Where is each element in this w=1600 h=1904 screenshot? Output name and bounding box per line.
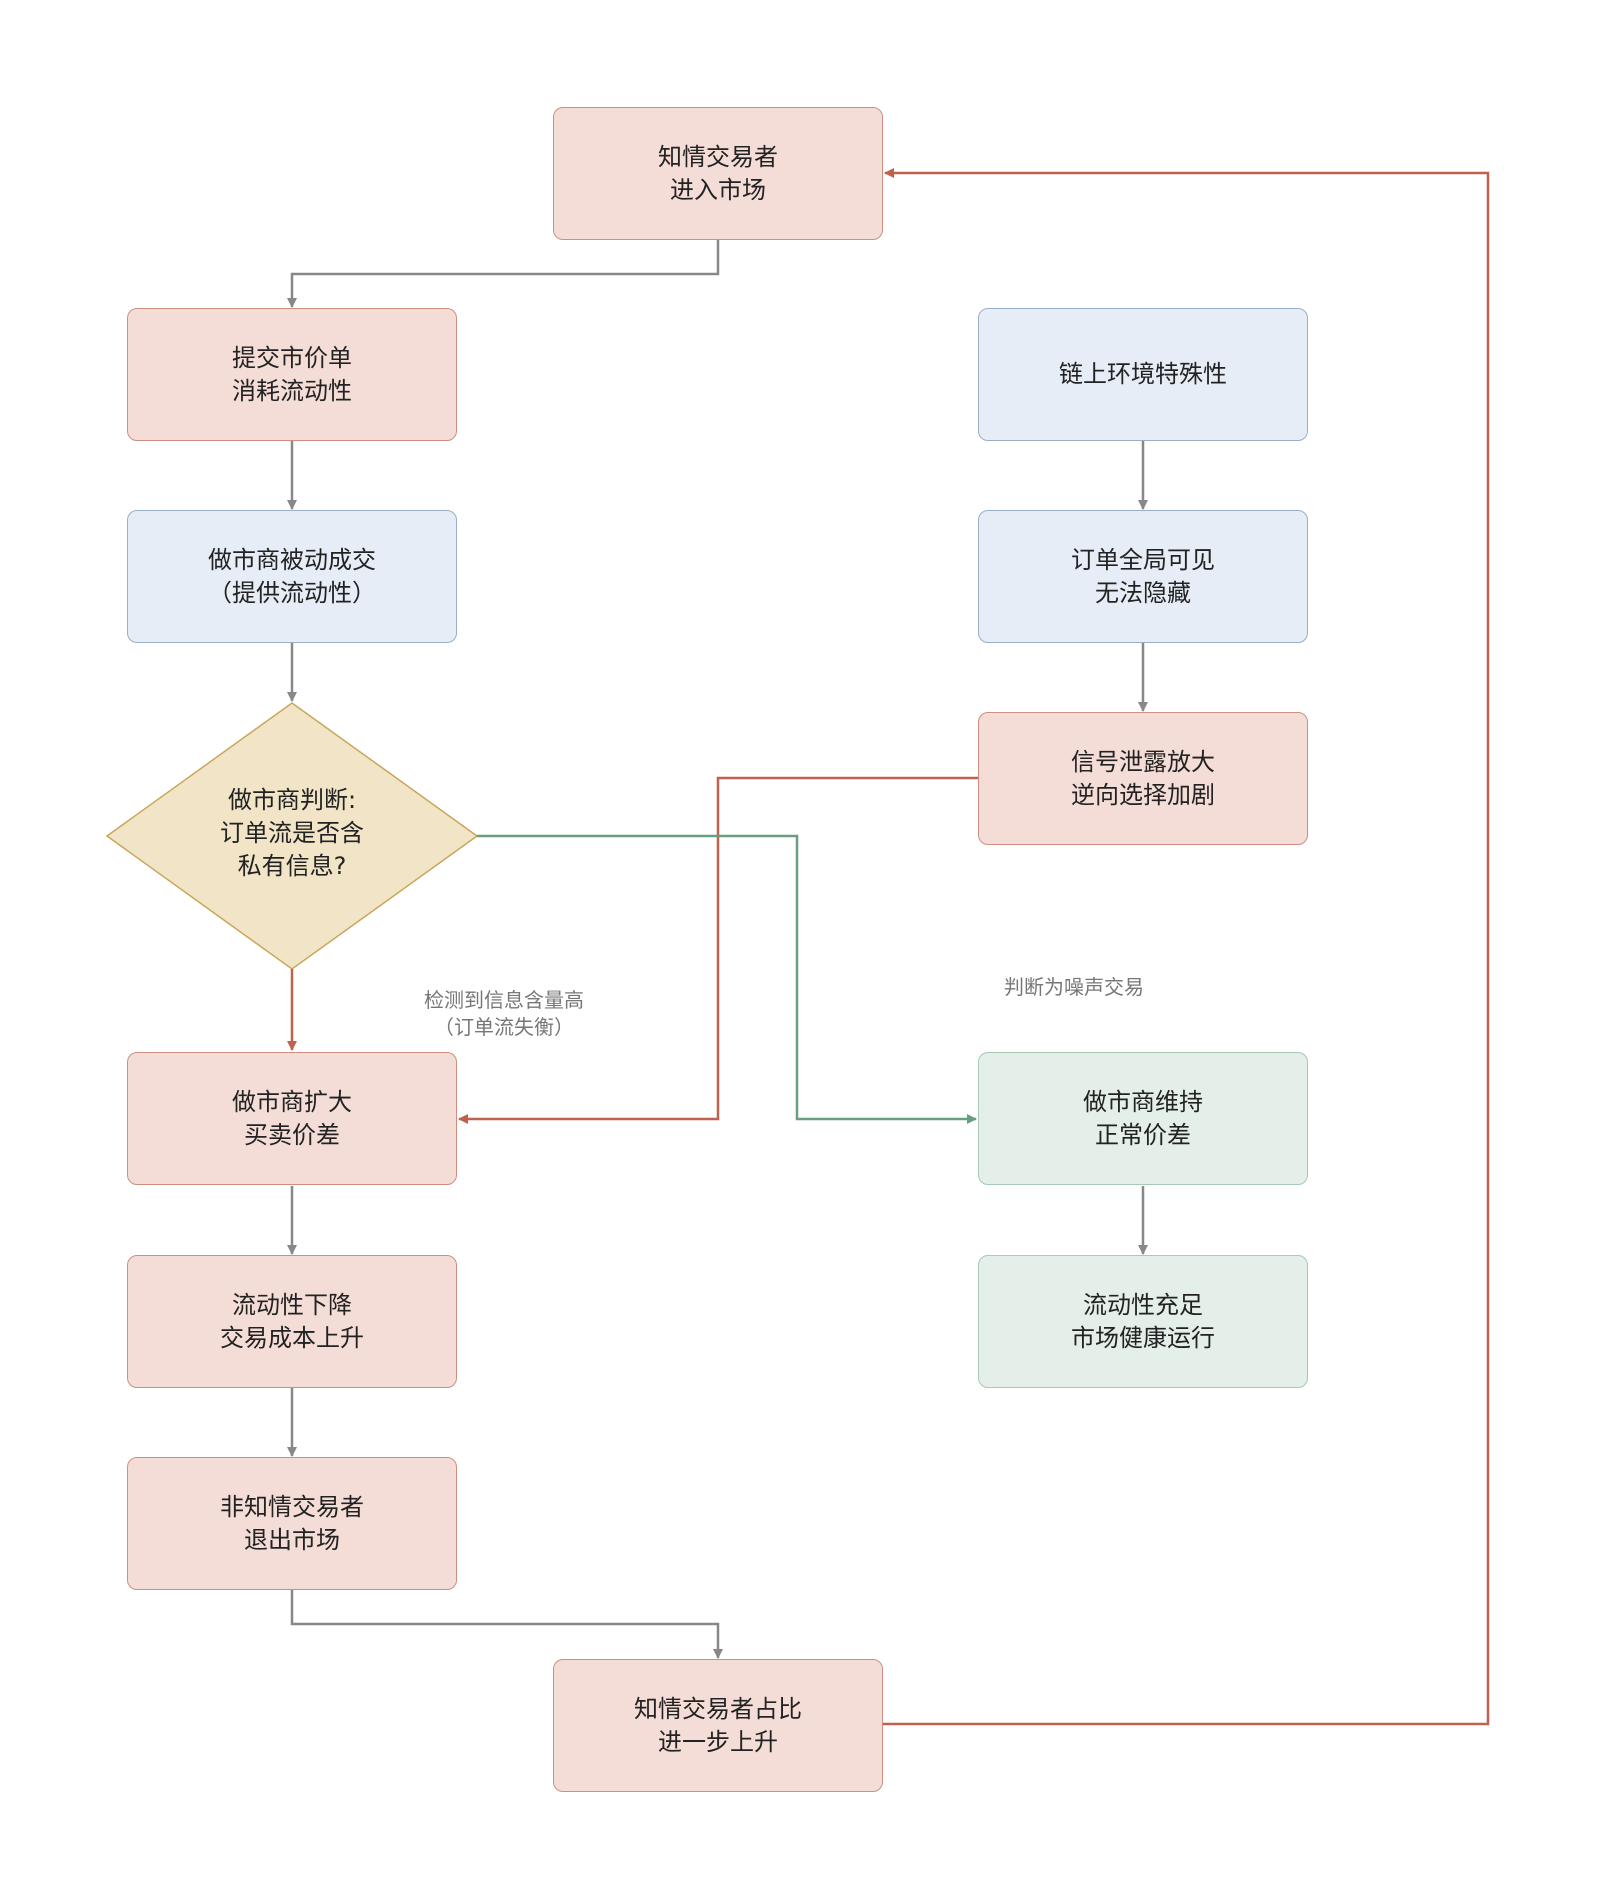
node-text: 流动性充足 — [1083, 1290, 1203, 1319]
node-text: 交易成本上升 — [220, 1323, 364, 1352]
node-widen-spread: 做市商扩大 买卖价差 — [127, 1052, 457, 1185]
edge-leak-to-widen — [458, 776, 978, 1124]
node-text: 流动性下降 — [232, 1290, 352, 1319]
node-text: 信号泄露放大 — [1071, 747, 1215, 776]
node-text: 做市商扩大 — [232, 1087, 352, 1116]
node-informed-share-up: 知情交易者占比 进一步上升 — [553, 1659, 883, 1792]
node-text: 买卖价差 — [244, 1120, 340, 1149]
node-text: 进一步上升 — [658, 1727, 778, 1756]
decision-text-line: 订单流是否含 — [220, 819, 364, 847]
node-signal-leak: 信号泄露放大 逆向选择加剧 — [978, 712, 1308, 845]
node-text: 做市商被动成交 — [208, 545, 376, 574]
node-uninformed-exit: 非知情交易者 退出市场 — [127, 1457, 457, 1590]
edge-enter-to-market-order — [287, 240, 720, 308]
node-text: 无法隐藏 — [1095, 578, 1191, 607]
node-liquidity-ok: 流动性充足 市场健康运行 — [978, 1255, 1308, 1388]
node-order-visible: 订单全局可见 无法隐藏 — [978, 510, 1308, 643]
node-text: 订单全局可见 — [1071, 545, 1215, 574]
decision-text-line: 做市商判断: — [227, 786, 357, 814]
node-text: 非知情交易者 — [220, 1492, 364, 1521]
node-text: 退出市场 — [244, 1525, 340, 1554]
node-informed-enter: 知情交易者 进入市场 — [553, 107, 883, 240]
node-text: 提交市价单 — [232, 343, 352, 372]
decision-text-line: 私有信息? — [237, 852, 347, 880]
node-text: 正常价差 — [1095, 1120, 1191, 1149]
node-text: 逆向选择加剧 — [1071, 780, 1215, 809]
edge-share-up-to-enter — [883, 168, 1490, 1726]
node-text: 进入市场 — [670, 175, 766, 204]
node-text: 知情交易者 — [658, 142, 778, 171]
node-normal-spread: 做市商维持 正常价差 — [978, 1052, 1308, 1185]
edge-exit-to-share-up — [290, 1590, 723, 1659]
edge-label-text: 判断为噪声交易 — [1004, 975, 1144, 999]
node-text: （提供流动性） — [208, 578, 376, 607]
node-text: 链上环境特殊性 — [1059, 360, 1227, 388]
edge-decision-to-normal — [477, 834, 977, 1124]
node-text: 做市商维持 — [1083, 1087, 1203, 1116]
edge-label-noise: 判断为噪声交易 — [982, 974, 1166, 1001]
node-text: 市场健康运行 — [1071, 1323, 1215, 1352]
node-liquidity-down: 流动性下降 交易成本上升 — [127, 1255, 457, 1388]
node-mm-passive: 做市商被动成交 （提供流动性） — [127, 510, 457, 643]
node-text: 知情交易者占比 — [634, 1694, 802, 1723]
edge-label-text: 检测到信息含量高 — [424, 988, 584, 1012]
edge-label-text: （订单流失衡） — [434, 1015, 574, 1039]
edge-label-high-info: 检测到信息含量高 （订单流失衡） — [404, 987, 604, 1041]
decision-label: 做市商判断: 订单流是否含 私有信息? — [106, 784, 478, 883]
node-onchain-env: 链上环境特殊性 — [978, 308, 1308, 441]
node-text: 消耗流动性 — [232, 376, 352, 405]
node-market-order: 提交市价单 消耗流动性 — [127, 308, 457, 441]
